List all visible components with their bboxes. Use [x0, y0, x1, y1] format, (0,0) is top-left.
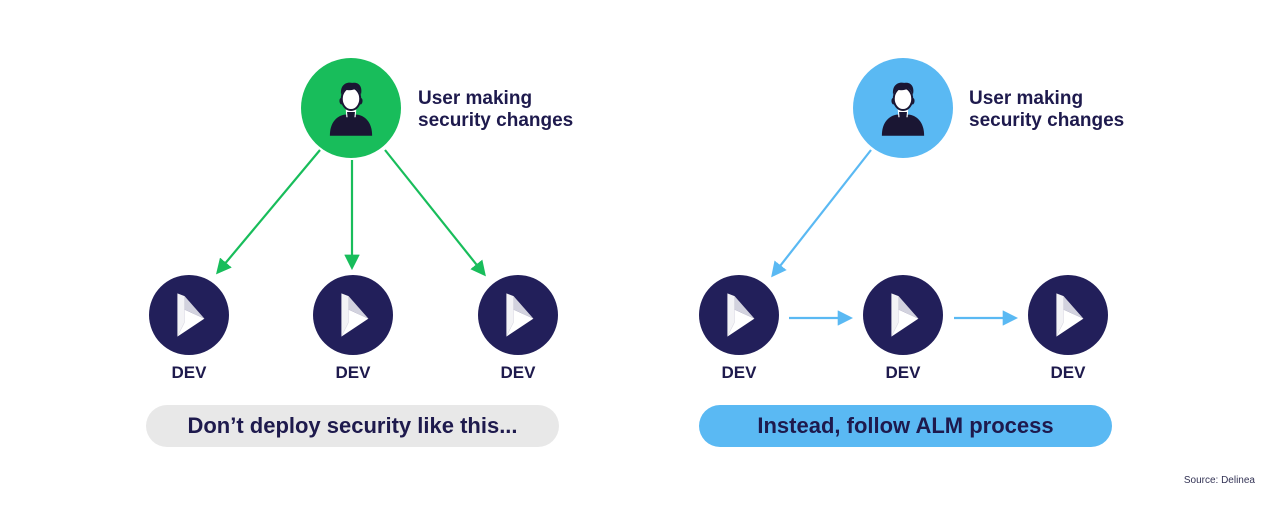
caption-text: Instead, follow ALM process	[757, 413, 1054, 438]
dev-label: DEV	[500, 363, 536, 382]
right-panel	[699, 58, 1108, 355]
caption-pill: Instead, follow ALM process	[699, 405, 1112, 447]
user-label-line1: User making	[418, 88, 533, 109]
caption-text: Don’t deploy security like this...	[187, 413, 518, 438]
dev-label: DEV	[171, 363, 207, 382]
left-panel	[149, 58, 558, 355]
user-label-line1: User making	[969, 88, 1084, 109]
dev-label: DEV	[335, 363, 371, 382]
arrow	[384, 149, 486, 277]
user-label: User making security changes	[969, 88, 1124, 132]
user-label-line2: security changes	[418, 110, 574, 131]
dev-label: DEV	[1050, 363, 1086, 382]
dev-label: DEV	[721, 363, 757, 382]
caption-pill: Don’t deploy security like this...	[146, 405, 559, 447]
dev-label: DEV	[885, 363, 921, 382]
user-label-line2: security changes	[969, 110, 1125, 131]
arrow	[771, 149, 872, 278]
user-label: User making security changes	[418, 88, 573, 132]
source-credit: Source: Delinea	[1183, 475, 1255, 486]
arrow	[216, 149, 321, 275]
